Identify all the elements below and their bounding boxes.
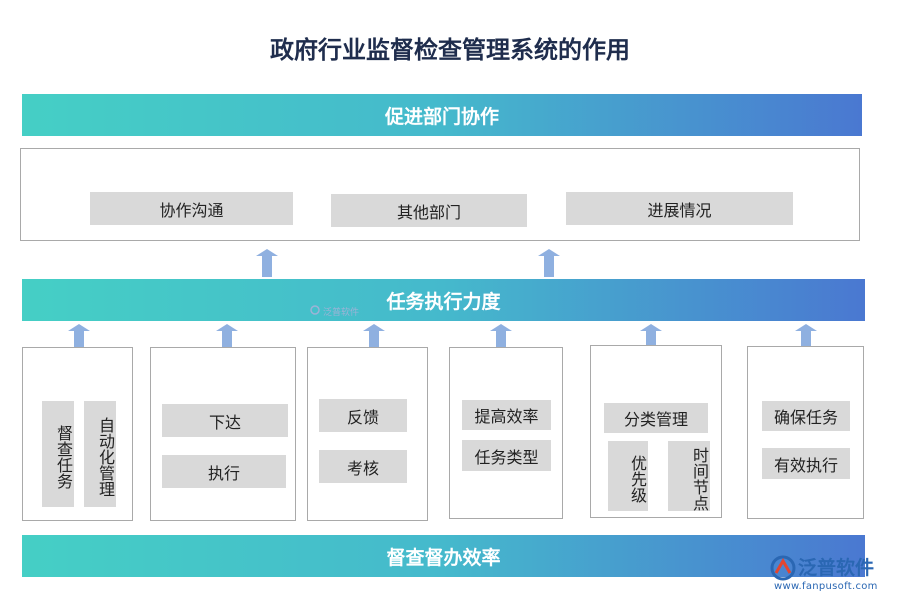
band-task-execution: 任务执行力度 xyxy=(22,279,865,321)
arrow-up-icon xyxy=(490,324,512,352)
arrow-up-icon xyxy=(795,324,817,352)
brand-name: 泛普软件 xyxy=(798,557,875,579)
chip-other-departments: 其他部门 xyxy=(331,194,527,227)
arrow-up-icon xyxy=(216,324,238,352)
column-panel-3 xyxy=(307,347,428,521)
brand-logo-icon xyxy=(770,555,796,585)
brand-logo: 泛普软件 www.fanpusoft.com xyxy=(770,553,895,597)
chip-issue: 下达 xyxy=(162,404,288,437)
arrow-up-icon xyxy=(640,324,662,352)
chip-classified-management: 分类管理 xyxy=(604,403,708,433)
chip-assessment: 考核 xyxy=(319,450,407,483)
vchip-automated-management: 自动化管理 xyxy=(84,401,116,507)
column-panel-6 xyxy=(747,346,864,519)
chip-progress-status: 进展情况 xyxy=(566,192,793,225)
page-title: 政府行业监督检查管理系统的作用 xyxy=(270,35,630,64)
watermark-small: 泛普软件 xyxy=(310,305,359,318)
arrow-up-icon xyxy=(538,249,560,277)
chip-collaboration-communication: 协作沟通 xyxy=(90,192,293,225)
brand-url: www.fanpusoft.com xyxy=(774,581,878,592)
chip-feedback: 反馈 xyxy=(319,399,407,432)
vchip-priority: 优先级 xyxy=(608,441,648,511)
chip-execute: 执行 xyxy=(162,455,286,488)
chip-ensure-task: 确保任务 xyxy=(762,401,850,431)
vchip-time-node: 时间节点 xyxy=(668,441,710,511)
chip-effective-execution: 有效执行 xyxy=(762,448,850,479)
watermark-logo-icon xyxy=(310,305,320,318)
band-promote-collaboration: 促进部门协作 xyxy=(22,94,862,136)
arrow-up-icon xyxy=(68,324,90,352)
column-panel-1 xyxy=(22,347,133,521)
chip-improve-efficiency: 提高效率 xyxy=(462,400,551,430)
chip-task-types: 任务类型 xyxy=(462,440,551,471)
arrow-up-icon xyxy=(256,249,278,277)
band-supervision-efficiency: 督查督办效率 xyxy=(22,535,865,577)
column-panel-4 xyxy=(449,347,563,519)
arrow-up-icon xyxy=(363,324,385,352)
vchip-supervision-task: 督查任务 xyxy=(42,401,74,507)
